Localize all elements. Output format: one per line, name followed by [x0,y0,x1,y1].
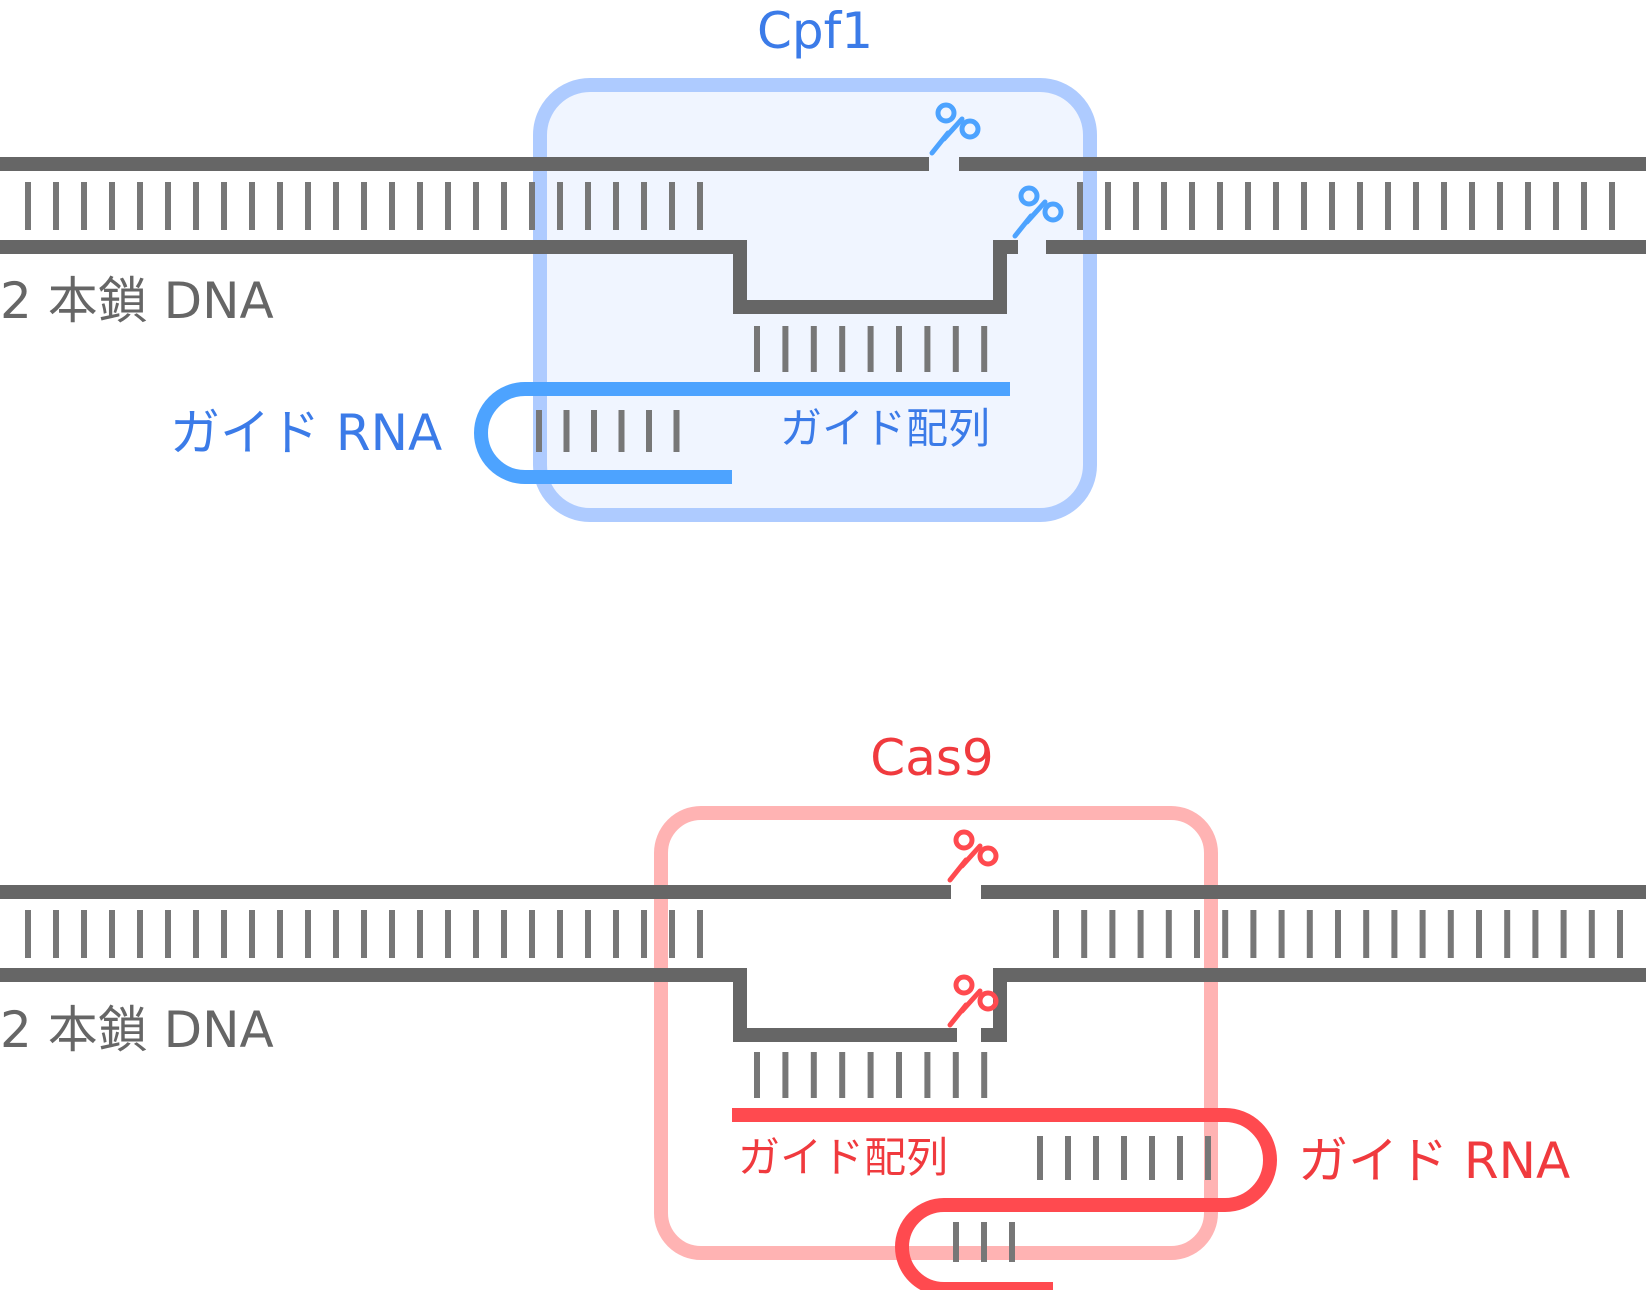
rna-hairpin-ticks [953,1222,1015,1262]
guide-rna-label: ガイド RNA [1298,1132,1570,1190]
guide-rna-strand [732,1108,1277,1290]
dna-bottom-strand [0,240,1018,314]
cas9-label: Cas9 [870,729,993,787]
rna-hairpin-ticks [1037,1136,1211,1180]
cpf1-label: Cpf1 [757,2,873,60]
dna-label: 2 本鎖 DNA [0,1001,274,1059]
base-pair-ticks [25,910,703,958]
cpf1-panel: Cpf1 2 本鎖 DNA ガイド RNA ガイド配列 [0,2,1646,522]
guide-sequence-label: ガイド配列 [780,404,990,453]
target-base-pair-ticks [754,326,988,372]
cas9-protein-box [654,806,1218,1260]
guide-rna-strand [474,382,1010,484]
scissors-icon [950,832,996,880]
base-pair-ticks [1053,910,1623,958]
cas9-panel: Cas9 2 本鎖 DNA ガイド RNA ガイド配列 [0,729,1646,1290]
target-base-pair-ticks [754,1052,988,1098]
dna-bottom-strand-right [981,968,1646,1042]
guide-sequence-label: ガイド配列 [738,1133,948,1182]
scissors-icon [950,977,996,1025]
rna-hairpin-ticks [536,410,680,452]
dna-label: 2 本鎖 DNA [0,272,274,330]
dna-bottom-strand [0,968,957,1042]
base-pair-ticks [1077,182,1615,230]
base-pair-ticks [25,182,703,230]
guide-rna-label: ガイド RNA [170,404,442,462]
